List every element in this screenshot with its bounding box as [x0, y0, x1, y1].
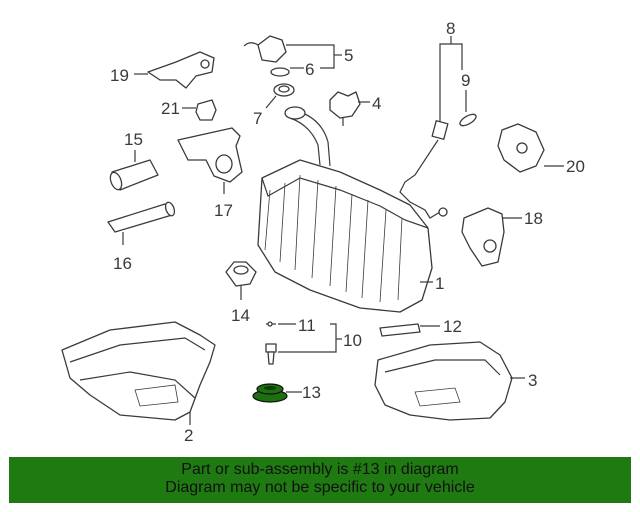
part-13-highlighted[interactable] — [252, 383, 288, 403]
callout-6: 6 — [305, 60, 314, 79]
part-10-bolt[interactable] — [265, 343, 277, 365]
callout-19: 19 — [110, 66, 129, 85]
info-banner: Part or sub-assembly is #13 in diagram D… — [9, 457, 631, 503]
part-21[interactable] — [195, 99, 217, 121]
part-4[interactable] — [329, 91, 361, 126]
part-6-oring[interactable] — [270, 67, 290, 77]
part-16-filter[interactable] — [107, 201, 176, 245]
callout-10-11-leader — [278, 323, 342, 353]
part-15-pump[interactable] — [108, 150, 159, 191]
callout-17: 17 — [214, 201, 233, 220]
part-7[interactable] — [273, 83, 295, 97]
callout-21: 21 — [161, 99, 180, 118]
part-14[interactable] — [225, 261, 257, 300]
part-20-bracket[interactable] — [497, 123, 545, 173]
callout-3: 3 — [528, 371, 537, 390]
part-8-sender[interactable] — [399, 48, 449, 219]
callout-18: 18 — [524, 209, 543, 228]
part-9-ring[interactable] — [458, 112, 478, 128]
callout-8-leader — [439, 36, 463, 70]
callout-7: 7 — [253, 109, 262, 128]
callout-13: 13 — [302, 383, 321, 402]
callout-12: 12 — [443, 317, 462, 336]
callout-5: 5 — [344, 46, 353, 65]
part-1-fuel-tank[interactable] — [257, 106, 433, 313]
callout-2: 2 — [184, 426, 193, 445]
callout-10: 10 — [343, 331, 362, 350]
callout-11: 11 — [298, 316, 316, 335]
callout-14: 14 — [231, 306, 250, 325]
part-18-bracket[interactable] — [461, 207, 505, 267]
part-19-bracket[interactable] — [147, 51, 215, 89]
part-12-strip[interactable] — [379, 323, 421, 337]
callout-5-6-leader — [286, 44, 342, 69]
banner-line-2: Diagram may not be specific to your vehi… — [165, 479, 475, 496]
callout-20: 20 — [566, 157, 585, 176]
callout-1: 1 — [435, 274, 444, 293]
callout-8: 8 — [446, 19, 455, 38]
part-11-clip[interactable] — [266, 321, 276, 327]
part-3-shield-right[interactable] — [374, 341, 513, 421]
callout-16: 16 — [113, 254, 132, 273]
callout-15: 15 — [124, 130, 143, 149]
part-5-cap[interactable] — [243, 35, 287, 63]
parts-diagram: 1 2 3 4 5 6 7 — [61, 19, 585, 445]
callout-9: 9 — [461, 71, 470, 90]
callout-4: 4 — [372, 94, 381, 113]
callout-7-leader — [265, 95, 277, 109]
banner-line-1: Part or sub-assembly is #13 in diagram — [181, 461, 459, 478]
part-2-shield-left[interactable] — [61, 321, 216, 421]
part-17-bracket[interactable] — [177, 127, 243, 194]
